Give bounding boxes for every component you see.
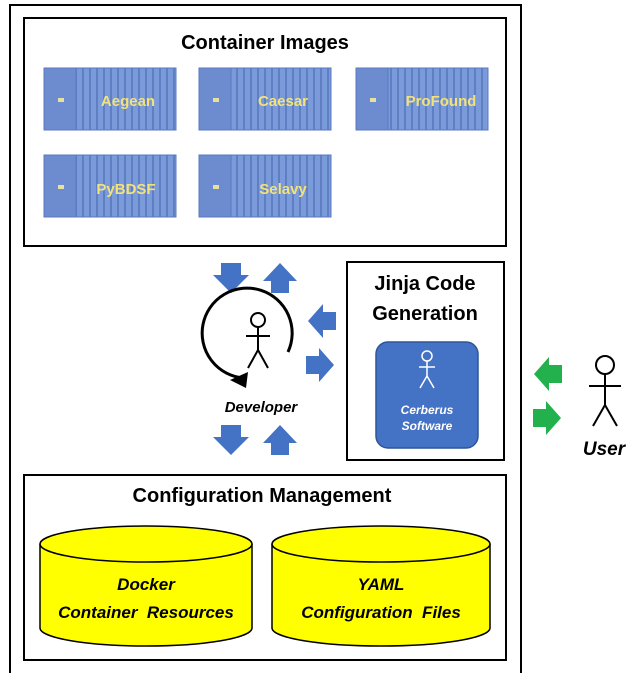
container-images-box <box>23 17 507 247</box>
docker-label-line2: Container Resources <box>58 603 234 622</box>
config-management-panel: Configuration Management <box>23 474 507 661</box>
developer-head-icon <box>250 312 266 328</box>
developer-actor: Developer <box>200 286 299 416</box>
user-actor: User <box>583 355 627 460</box>
cerberus-box <box>375 341 479 449</box>
yaml-label-line2: Configuration Files <box>301 603 461 622</box>
container-images-panel: Container Images <box>23 17 507 247</box>
config-management-box <box>23 474 507 661</box>
container-label-caesar: Caesar <box>258 93 308 110</box>
developer-label: Developer <box>225 399 299 416</box>
cycle-arrowhead-icon <box>230 372 248 388</box>
container-aegean: Aegean <box>43 67 177 131</box>
container-label-aegean: Aegean <box>101 93 155 110</box>
yaml-database: YAML Configuration Files <box>271 525 491 647</box>
arrow-up-icon <box>263 263 297 293</box>
yaml-label-line1: YAML <box>358 575 405 594</box>
container-images-title: Container Images <box>181 32 349 54</box>
container-pybdsf: PyBDSF <box>43 154 177 218</box>
jinja-box <box>346 261 505 461</box>
container-label-pybdsf: PyBDSF <box>96 181 155 198</box>
user-label: User <box>583 439 627 460</box>
cycle-arrow-icon <box>200 286 294 380</box>
docker-label-line1: Docker <box>117 575 176 594</box>
arrow-up-icon <box>263 425 297 455</box>
jinja-panel: Jinja Code Generation Cerberus Software <box>346 261 505 461</box>
container-selavy: Selavy <box>198 154 332 218</box>
config-management-title: Configuration Management <box>133 485 392 507</box>
jinja-title-line1: Jinja Code <box>374 273 475 295</box>
green-arrow-left-icon <box>534 357 562 391</box>
arrow-down-icon <box>213 425 249 455</box>
container-label-selavy: Selavy <box>259 181 307 198</box>
docker-database: Docker Container Resources <box>39 525 253 647</box>
outer-frame <box>9 4 522 673</box>
green-arrow-right-icon <box>533 401 561 435</box>
arrow-down-icon <box>213 263 249 293</box>
cerberus-label-line2: Software <box>402 419 453 433</box>
user-head-icon <box>595 355 615 375</box>
arrow-left-icon <box>308 304 336 338</box>
jinja-title-line2: Generation <box>372 303 478 325</box>
container-label-profound: ProFound <box>406 93 477 110</box>
cerberus-label-line1: Cerberus <box>401 403 454 417</box>
arrow-right-icon <box>306 348 334 382</box>
container-profound: ProFound <box>355 67 489 131</box>
container-caesar: Caesar <box>198 67 332 131</box>
